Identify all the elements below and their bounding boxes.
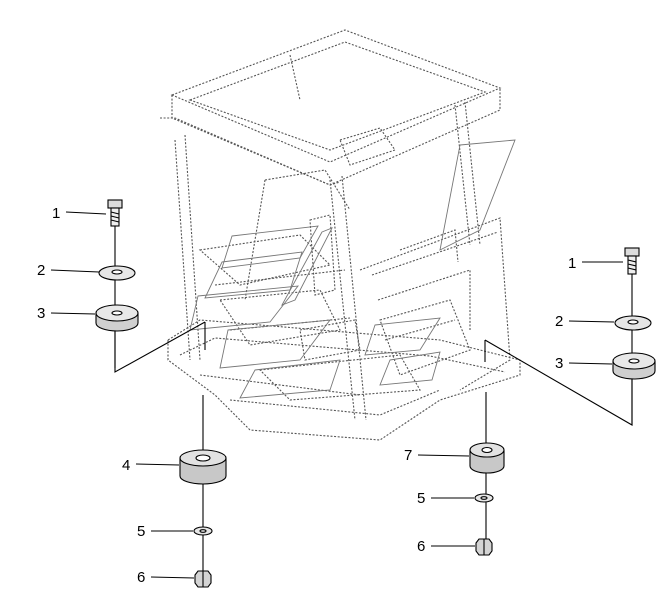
- cab-frame: [160, 29, 521, 441]
- callout-number: 5: [417, 490, 425, 507]
- callout-number: 3: [37, 305, 45, 322]
- left-guide-lines: [114, 218, 206, 580]
- callout-number: 4: [122, 457, 130, 474]
- callout-number: 7: [404, 447, 412, 464]
- callout-left-3: 3: [37, 305, 96, 322]
- callout-right-1: 1: [568, 255, 623, 272]
- callout-right-2: 2: [555, 313, 615, 330]
- callout-number: 2: [555, 313, 563, 330]
- left-rubber-mount-4: [179, 449, 227, 485]
- callout-left-4: 4: [122, 457, 180, 474]
- callout-number: 6: [417, 538, 425, 555]
- left-spacer-3: [95, 304, 139, 332]
- callout-number: 5: [137, 523, 145, 540]
- callout-left-5: 5: [137, 523, 193, 540]
- callout-number: 1: [568, 255, 576, 272]
- callout-right-3: 3: [555, 355, 613, 372]
- left-washer-5: [193, 526, 213, 536]
- right-nut-6: [475, 538, 493, 556]
- callout-right-5: 5: [417, 490, 474, 507]
- callout-right-7: 7: [404, 447, 470, 464]
- callout-number: 3: [555, 355, 563, 372]
- right-washer-5: [474, 493, 494, 503]
- callout-left-1: 1: [52, 205, 107, 222]
- left-washer-2: [98, 265, 136, 281]
- callout-number: 2: [37, 262, 45, 279]
- callout-left-6: 6: [137, 569, 195, 586]
- callout-number: 1: [52, 205, 60, 222]
- right-spacer-3: [612, 352, 656, 380]
- callout-right-6: 6: [417, 538, 475, 555]
- right-washer-2: [614, 315, 652, 331]
- right-guide-lines: [484, 255, 633, 550]
- callout-left-2: 2: [37, 262, 100, 279]
- left-bolt: [107, 199, 123, 227]
- right-bolt: [624, 247, 640, 275]
- right-rubber-mount-7: [469, 442, 505, 474]
- left-nut-6: [194, 570, 212, 588]
- callout-number: 6: [137, 569, 145, 586]
